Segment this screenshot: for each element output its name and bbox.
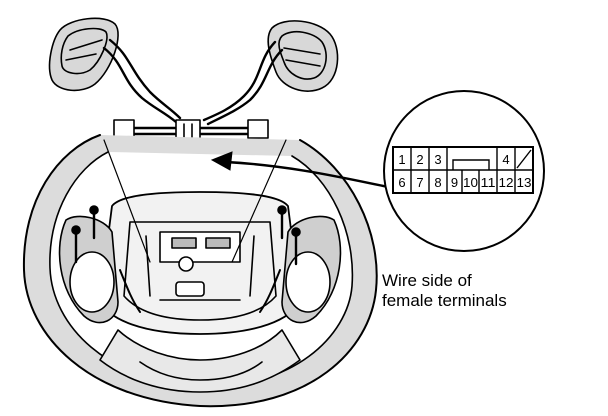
harness-connector-left: [113, 119, 135, 139]
left-remote-switch: [48, 17, 119, 92]
pin-9: 9: [451, 175, 458, 190]
pin-1: 1: [398, 152, 405, 167]
right-remote-switch: [267, 20, 339, 92]
connector-detail: 1 2 3 4 6 7 8 9 10 11 12 13: [383, 90, 545, 252]
left-spoke: [58, 205, 119, 324]
pin-8: 8: [434, 175, 441, 190]
unused-cavity-mark: [516, 149, 532, 169]
pin-11: 11: [481, 175, 496, 190]
connector-caption: Wire side of female terminals: [382, 271, 507, 311]
steering-hub: [99, 191, 301, 335]
pin-3: 3: [434, 152, 441, 167]
pin-2: 2: [416, 152, 423, 167]
harness-connector-right: [247, 119, 269, 139]
caption-line-1: Wire side of: [382, 271, 472, 290]
right-spoke: [277, 205, 342, 324]
pin-12: 12: [499, 175, 514, 190]
pin-7: 7: [416, 175, 423, 190]
connector-lock-tab: [452, 159, 490, 170]
hub-wire-right: [259, 269, 281, 313]
pin-10: 10: [463, 175, 478, 190]
pin-4: 4: [502, 152, 509, 167]
pin-6: 6: [398, 175, 405, 190]
projection-lines: [103, 139, 287, 263]
pin-13: 13: [517, 175, 532, 190]
hub-wire-left: [119, 269, 141, 313]
caption-line-2: female terminals: [382, 291, 507, 310]
